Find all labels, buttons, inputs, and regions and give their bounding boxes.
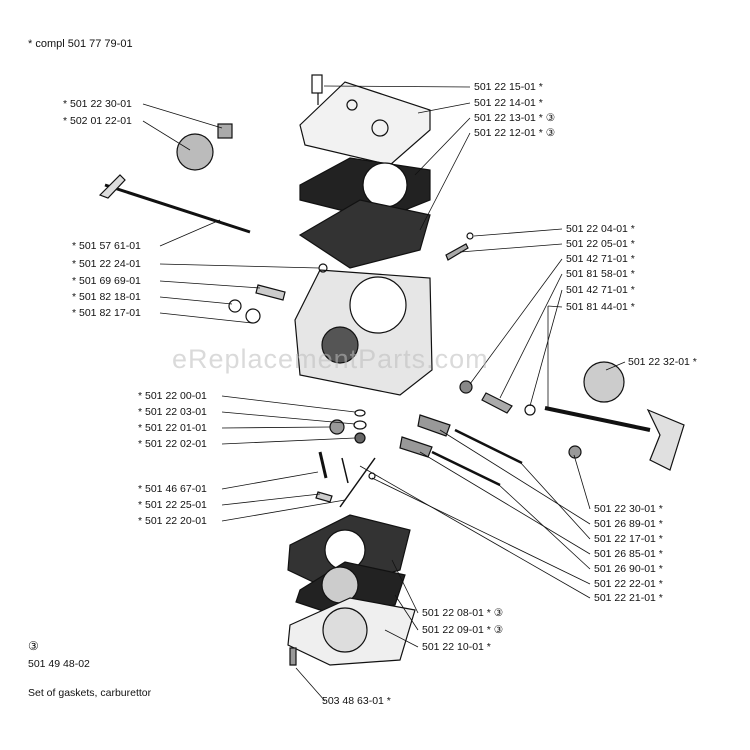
part-label: 501 26 89-01 * bbox=[594, 518, 663, 530]
part-label: * 501 22 25-01 bbox=[138, 499, 207, 511]
part-label: * 501 22 00-01 bbox=[138, 390, 207, 402]
part-label: * 501 69 69-01 bbox=[72, 275, 141, 287]
part-label: 503 48 63-01 * bbox=[322, 695, 391, 707]
part-label: * 501 22 20-01 bbox=[138, 515, 207, 527]
part-label: 501 22 30-01 * bbox=[594, 503, 663, 515]
part-label: 501 22 09-01 * ③ bbox=[422, 624, 504, 636]
part-label: * 501 82 17-01 bbox=[72, 307, 141, 319]
part-label: 501 42 71-01 * bbox=[566, 284, 635, 296]
assembly-number: * compl 501 77 79-01 bbox=[28, 38, 133, 50]
throttle-disc-part bbox=[176, 133, 214, 171]
gasket-set-symbol: ③ bbox=[28, 639, 39, 653]
part-label: 501 22 10-01 * bbox=[422, 641, 491, 653]
part-label: * 501 22 01-01 bbox=[138, 422, 207, 434]
cover-plate-part bbox=[299, 81, 431, 166]
part-label: 501 26 85-01 * bbox=[594, 548, 663, 560]
screw-part bbox=[311, 74, 323, 94]
part-label: 501 26 90-01 * bbox=[594, 563, 663, 575]
leader-lines bbox=[142, 85, 626, 702]
part-label: 501 22 32-01 * bbox=[628, 356, 697, 368]
part-label: * 501 22 02-01 bbox=[138, 438, 207, 450]
part-label: 501 22 17-01 * bbox=[594, 533, 663, 545]
part-label: * 502 01 22-01 bbox=[63, 115, 132, 127]
part-label: 501 22 08-01 * ③ bbox=[422, 607, 504, 619]
part-label: * 501 22 03-01 bbox=[138, 406, 207, 418]
part-label: 501 22 05-01 * bbox=[566, 238, 635, 250]
part-label: 501 81 44-01 * bbox=[566, 301, 635, 313]
part-label: 501 22 22-01 * bbox=[594, 578, 663, 590]
part-label: * 501 46 67-01 bbox=[138, 483, 207, 495]
part-label: * 501 22 24-01 bbox=[72, 258, 141, 270]
part-label: 501 22 13-01 * ③ bbox=[474, 112, 556, 124]
part-label: 501 81 58-01 * bbox=[566, 268, 635, 280]
part-label: 501 22 04-01 * bbox=[566, 223, 635, 235]
part-label: 501 42 71-01 * bbox=[566, 253, 635, 265]
choke-disc-part bbox=[583, 361, 625, 403]
part-label: * 501 22 30-01 bbox=[63, 98, 132, 110]
gasket-set-part-number: 501 49 48-02 bbox=[28, 658, 90, 670]
part-label: * 501 57 61-01 bbox=[72, 240, 141, 252]
gasket-set-description: Set of gaskets, carburettor bbox=[28, 687, 152, 699]
part-label: 501 22 15-01 * bbox=[474, 81, 543, 93]
gasket-plate-part bbox=[298, 199, 431, 269]
part-label: 501 22 12-01 * ③ bbox=[474, 127, 556, 139]
part-label: * 501 82 18-01 bbox=[72, 291, 141, 303]
part-label: 501 22 21-01 * bbox=[594, 592, 663, 604]
watermark-text: eReplacementParts.com bbox=[172, 344, 489, 374]
part-label: 501 22 14-01 * bbox=[474, 97, 543, 109]
